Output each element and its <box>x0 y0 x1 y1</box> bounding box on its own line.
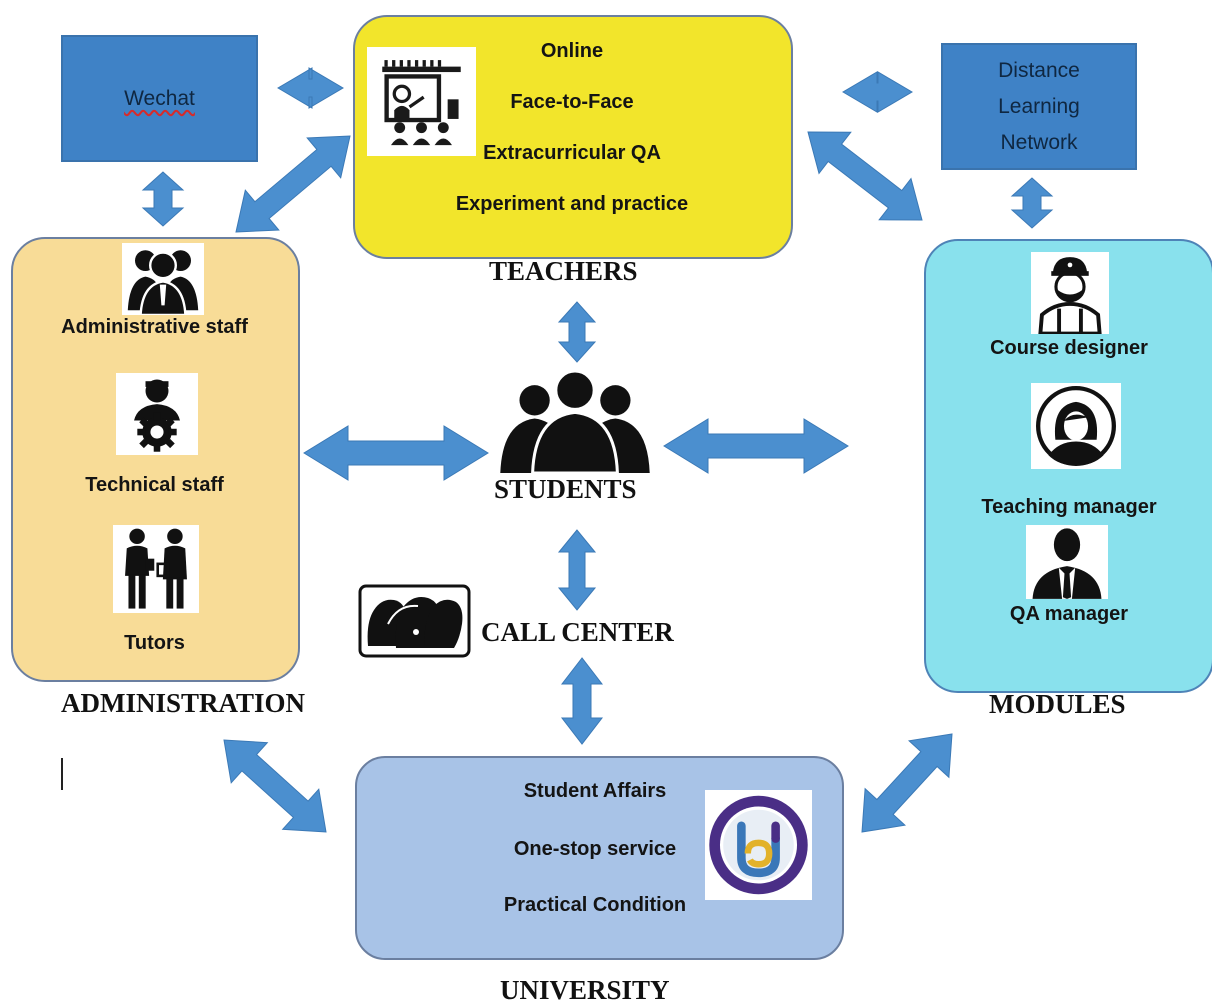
technician-gear-icon <box>116 373 198 455</box>
students-heading: STUDENTS <box>494 474 637 504</box>
arrow-dln-modules <box>1010 177 1054 229</box>
arrow-teachers-dln <box>842 71 913 113</box>
modules-item-qa-manager: QA manager <box>1009 603 1129 625</box>
arrow-callcenter-university <box>560 657 604 745</box>
woman-avatar-icon <box>1031 383 1121 469</box>
text-cursor <box>61 758 63 790</box>
modules-heading: MODULES <box>989 689 1126 719</box>
teachers-item-experiment-practice: Experiment and practice <box>455 193 689 215</box>
arrow-administration-university <box>223 739 327 833</box>
arrow-modules-university <box>861 733 953 833</box>
dln-line-1: Distance <box>998 58 1080 82</box>
classroom-icon <box>367 47 476 156</box>
tutors-icon <box>113 525 199 613</box>
admin-item-technical-staff: Technical staff <box>85 474 224 496</box>
arrow-wechat-administration <box>141 171 185 227</box>
teachers-heading: TEACHERS <box>489 256 638 286</box>
university-item-student-affairs: Student Affairs <box>523 780 667 802</box>
staff-group-icon <box>122 243 204 315</box>
arrow-administration-students <box>303 425 489 481</box>
wechat-box: Wechat <box>61 35 258 162</box>
admin-item-tutors: Tutors <box>124 632 185 654</box>
arrow-teachers-students <box>557 301 597 363</box>
arrow-teachers-modules <box>807 131 923 221</box>
designer-avatar-icon <box>1031 252 1109 334</box>
call-center-heading: CALL CENTER <box>481 617 674 647</box>
university-item-practical-condition: Practical Condition <box>503 894 687 916</box>
wechat-label: Wechat <box>124 86 195 110</box>
modules-item-course-designer: Course designer <box>990 337 1148 359</box>
university-item-one-stop-service: One-stop service <box>513 838 677 860</box>
dln-line-3: Network <box>1000 130 1078 154</box>
arrow-students-callcenter <box>557 529 597 611</box>
university-logo <box>705 790 812 900</box>
administration-heading: ADMINISTRATION <box>61 688 306 718</box>
students-group-icon <box>493 368 657 473</box>
admin-item-administrative-staff: Administrative staff <box>61 316 248 338</box>
arrow-wechat-teachers <box>277 67 344 109</box>
distance-learning-network-box: Distance Learning Network <box>941 43 1137 170</box>
teachers-item-extracurricular-qa: Extracurricular QA <box>483 142 661 164</box>
arrow-administration-teachers <box>235 135 351 233</box>
dln-line-2: Learning <box>998 94 1080 118</box>
modules-item-teaching-manager: Teaching manager <box>981 496 1157 518</box>
university-heading: UNIVERSITY <box>500 975 670 1005</box>
teachers-item-online: Online <box>540 40 604 62</box>
arrow-students-modules <box>663 418 849 474</box>
call-center-headset-icon <box>358 584 471 658</box>
businessman-icon <box>1026 525 1108 599</box>
teachers-item-face-to-face: Face-to-Face <box>510 91 634 113</box>
